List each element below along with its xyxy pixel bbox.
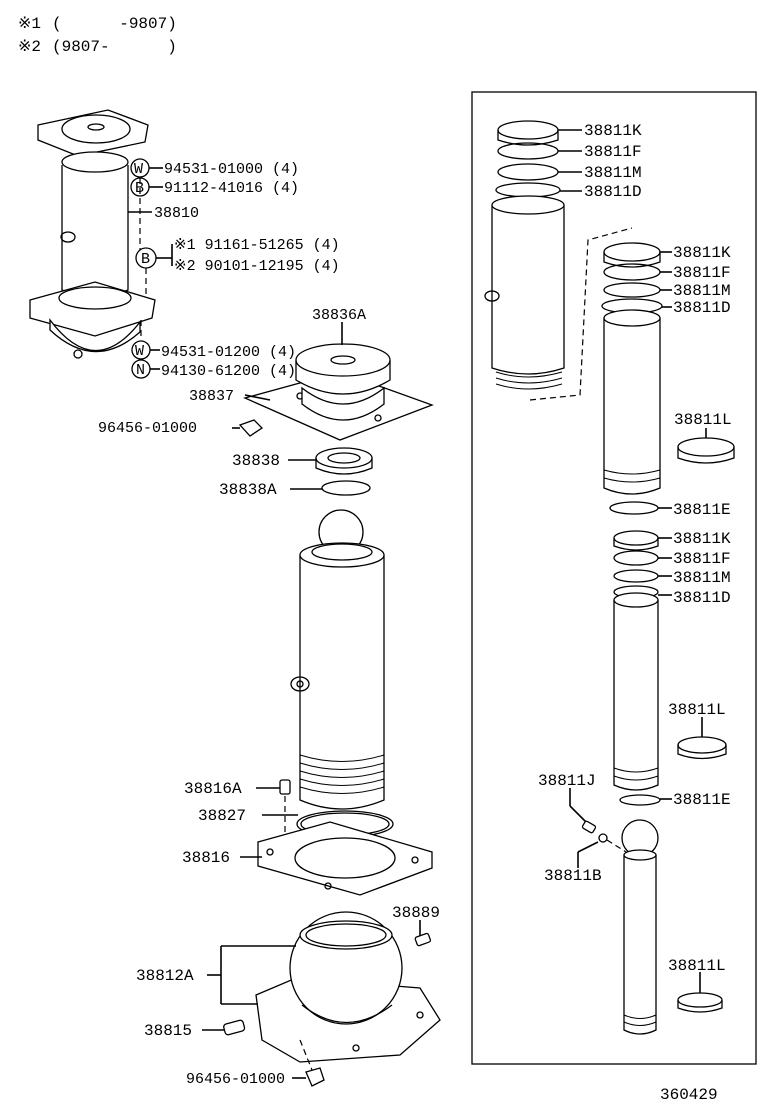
label-box1-38811F: 38811F (584, 143, 642, 161)
ring-box2-38811L (677, 437, 735, 464)
marker-n-bottom-letter: N (136, 362, 145, 379)
main-cylinder (290, 509, 385, 810)
boot-assembly-2 (601, 242, 663, 515)
plug-38816A (279, 779, 291, 795)
note-2-text: (9807- ) (52, 38, 177, 56)
grease-fitting-top (238, 419, 264, 437)
label-box4-38811L: 38811L (668, 957, 726, 975)
label-box1-38811K: 38811K (584, 122, 642, 140)
breather-38815 (223, 1019, 246, 1036)
label-box3-38811D: 38811D (673, 589, 731, 607)
marker-w-bottom-letter: W (135, 343, 144, 360)
ball-rod (621, 819, 659, 1035)
label-box3-38811K: 38811K (673, 530, 731, 548)
label-38837: 38837 (189, 388, 234, 405)
note-1-text: ( -9807) (52, 15, 177, 33)
label-94531-01200: 94531-01200 (4) (161, 344, 296, 361)
label-box2-38811K: 38811K (673, 244, 731, 262)
label-box1-38811D: 38811D (584, 183, 642, 201)
boot-assembly-3 (613, 530, 661, 806)
label-box1-38811M: 38811M (584, 164, 642, 182)
label-box2-38811D: 38811D (673, 299, 731, 317)
marker-b-mid-letter: B (141, 251, 150, 268)
label-38810: 38810 (154, 205, 199, 222)
base-flange-38816 (257, 821, 433, 896)
label-38811J: 38811J (538, 772, 596, 790)
support-38810 (29, 109, 156, 359)
label-38889: 38889 (392, 904, 440, 922)
diagram-id: 360429 (660, 1086, 718, 1104)
label-38816: 38816 (182, 849, 230, 867)
label-91112-41016: 91112-41016 (4) (164, 180, 299, 197)
label-box3-38811F: 38811F (673, 550, 731, 568)
alternate-dashed-link (529, 227, 633, 401)
ring-box4-38811L (677, 992, 723, 1013)
label-box2-38811E: 38811E (673, 501, 731, 519)
detail-box (471, 91, 757, 1065)
label-box2-38811F: 38811F (673, 264, 731, 282)
ball-38811B (598, 833, 608, 843)
label-96456-01000-top: 96456-01000 (98, 420, 197, 437)
label-96456-01000-bottom: 96456-01000 (186, 1071, 285, 1088)
label-box3-38811L: 38811L (668, 701, 726, 719)
ring-box3-38811L (677, 736, 727, 760)
label-38812A: 38812A (136, 967, 194, 985)
boot-assembly-1 (484, 120, 565, 390)
label-91161-51265: ※1 91161-51265 (4) (174, 237, 340, 254)
label-38816A: 38816A (184, 780, 242, 798)
note-1-mark: ※1 (18, 15, 41, 33)
mount-38836A (243, 343, 434, 441)
label-box3-38811M: 38811M (673, 569, 731, 587)
label-38827: 38827 (198, 807, 246, 825)
label-38836A: 38836A (312, 307, 366, 324)
label-94531-01000: 94531-01000 (4) (164, 161, 299, 178)
label-38838: 38838 (232, 452, 280, 470)
plug-38889 (414, 932, 432, 947)
label-90101-12195: ※2 90101-12195 (4) (174, 258, 340, 275)
label-38815: 38815 (144, 1022, 192, 1040)
label-94130-61200: 94130-61200 (4) (161, 363, 296, 380)
ball-housing-38812A (255, 911, 441, 1063)
plug-38811J (581, 820, 597, 834)
note-2-mark: ※2 (18, 38, 41, 56)
marker-w-top-letter: W (134, 161, 143, 178)
snap-ring-38838A (321, 480, 371, 496)
label-38838A: 38838A (219, 481, 277, 499)
label-box2-38811L: 38811L (674, 411, 732, 429)
label-box2-38811M: 38811M (673, 282, 731, 300)
label-38811B: 38811B (544, 867, 602, 885)
label-box3-38811E: 38811E (673, 791, 731, 809)
grease-fitting-bottom (305, 1067, 325, 1087)
nut-38838 (315, 447, 373, 475)
